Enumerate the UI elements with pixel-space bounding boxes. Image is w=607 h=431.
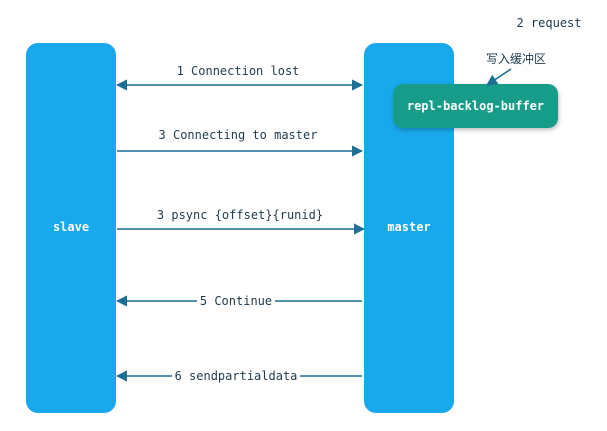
request-label: 2 request bbox=[516, 16, 581, 30]
repl-backlog-buffer-label: repl-backlog-buffer bbox=[407, 99, 544, 113]
master-label: master bbox=[387, 220, 430, 234]
slave-label: slave bbox=[53, 220, 89, 234]
message-label-1: 1 Connection lost bbox=[177, 64, 300, 78]
slave-lifeline bbox=[26, 43, 116, 413]
message-label-5: 6 sendpartialdata bbox=[175, 369, 298, 383]
message-label-2: 3 Connecting to master bbox=[159, 128, 318, 142]
repl-backlog-buffer-box bbox=[393, 84, 558, 128]
buffer-note: 写入缓冲区 bbox=[486, 51, 546, 66]
message-label-3: 3 psync {offset}{runid} bbox=[157, 208, 323, 222]
message-label-4: 5 Continue bbox=[200, 294, 272, 308]
request-arrow bbox=[486, 68, 512, 86]
master-lifeline bbox=[364, 43, 454, 413]
